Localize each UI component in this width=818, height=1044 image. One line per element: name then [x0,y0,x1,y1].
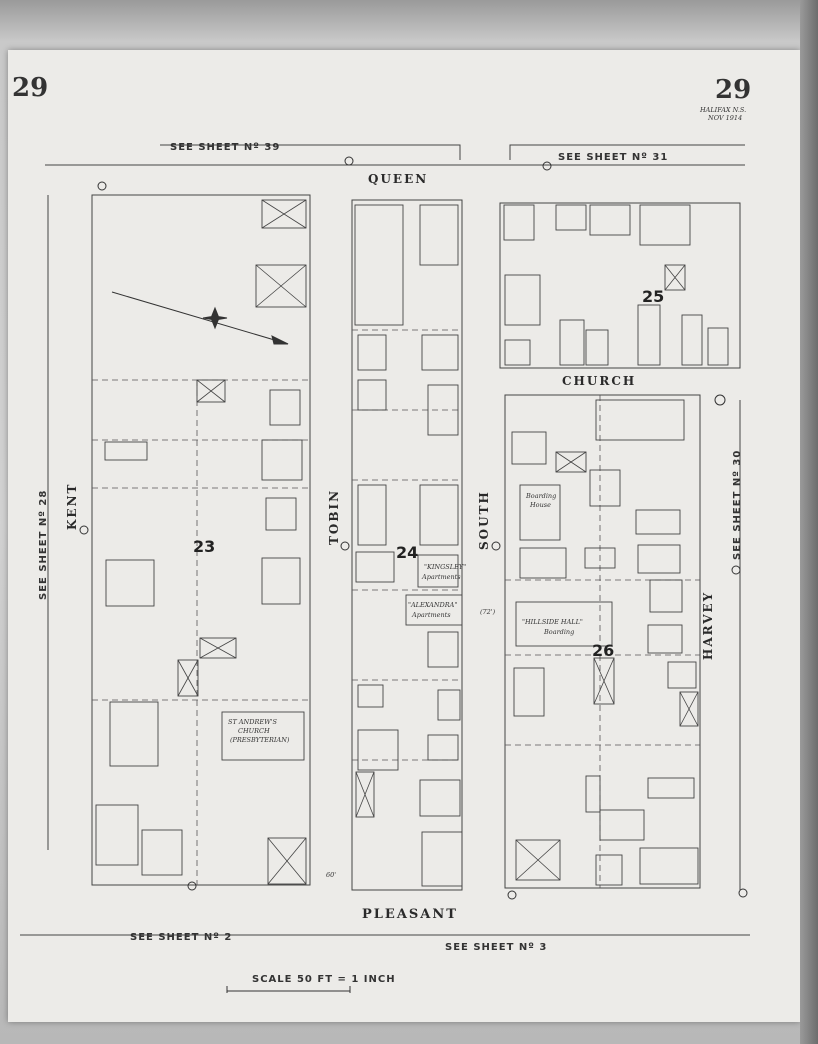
north-arrow-icon [111,291,289,345]
sheet-edge [800,0,818,1044]
see-sheet-28[interactable]: SEE SHEET Nº 28 [38,490,49,600]
street-church: CHURCH [562,374,636,388]
date-label: NOV 1914 [707,114,742,122]
alexandra-label: Apartments [411,611,451,619]
block-number: 25 [642,287,664,306]
church-label: CHURCH [238,727,270,735]
scale-bar [226,986,351,993]
street-queen: QUEEN [368,172,428,186]
hillside-label: Boarding [543,628,574,636]
scale-label: SCALE 50 FT = 1 INCH [252,974,396,985]
street-south: SOUTH [477,490,491,550]
sheet-boundaries [20,144,750,936]
boarding-house-label: Boarding [525,492,556,500]
hillside-label: "HILLSIDE HALL" [522,618,583,626]
see-sheet-31[interactable]: SEE SHEET Nº 31 [558,152,668,163]
page-number-left: 29 [12,73,48,103]
street-harvey: HARVEY [701,591,715,660]
see-sheet-3[interactable]: SEE SHEET Nº 3 [445,942,547,953]
kingsley-label: Apartments [421,573,461,581]
block-number: 23 [193,537,215,556]
block-number: 26 [592,641,614,660]
see-sheet-39[interactable]: SEE SHEET Nº 39 [170,142,280,153]
street-width: (72') [480,608,496,616]
see-sheet-2[interactable]: SEE SHEET Nº 2 [130,932,232,943]
boarding-house-label: House [529,501,551,509]
street-tobin: TOBIN [327,489,341,545]
place-label: HALIFAX N.S. [699,106,746,114]
buildings [95,199,729,887]
map-sheet [8,50,800,1022]
hydrant-icons [79,156,748,900]
page-number-right: 29 [715,75,751,105]
church-label: ST ANDREW'S [228,718,278,726]
church-label: (PRESBYTERIAN) [230,736,290,744]
street-pleasant: PLEASANT [362,907,458,922]
street-width: 60' [326,871,336,879]
block-number: 24 [396,543,418,562]
street-kent: KENT [65,483,79,530]
see-sheet-30[interactable]: SEE SHEET Nº 30 [732,450,743,560]
kingsley-label: "KINGSLEY" [424,563,466,571]
alexandra-label: "ALEXANDRA" [408,601,457,609]
